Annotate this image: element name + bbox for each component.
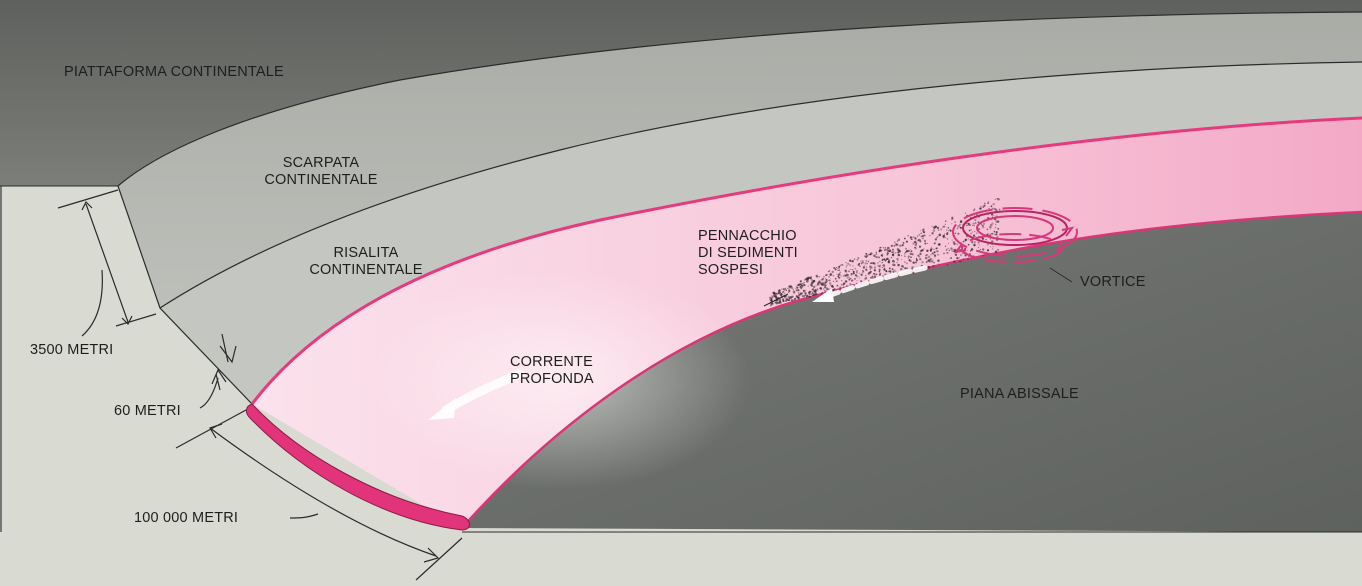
slope-label: SCARPATA CONTINENTALE <box>236 155 406 189</box>
plain-label: PIANA ABISSALE <box>960 386 1079 403</box>
slope-label-line-1: SCARPATA <box>236 155 406 172</box>
height-label: 3500 METRI <box>30 342 113 359</box>
rise-label-line-2: CONTINENTALE <box>296 262 436 279</box>
plume-label-line-1: PENNACCHIO <box>698 228 798 245</box>
plume-label-line-3: SOSPESI <box>698 262 798 279</box>
current-label: CORRENTE PROFONDA <box>510 354 594 388</box>
foreground-floor <box>0 532 1362 586</box>
rise-label: RISALITA CONTINENTALE <box>296 245 436 279</box>
slope-label-line-2: CONTINENTALE <box>236 172 406 189</box>
plume-label-line-2: DI SEDIMENTI <box>698 245 798 262</box>
thickness-label: 60 METRI <box>114 403 181 420</box>
current-label-line-1: CORRENTE <box>510 354 594 371</box>
vortex-label: VORTICE <box>1080 274 1146 291</box>
shelf-label: PIATTAFORMA CONTINENTALE <box>64 64 284 81</box>
rise-label-line-1: RISALITA <box>296 245 436 262</box>
width-label: 100 000 METRI <box>134 510 238 527</box>
plume-label: PENNACCHIO DI SEDIMENTI SOSPESI <box>698 228 798 279</box>
current-label-line-2: PROFONDA <box>510 371 594 388</box>
